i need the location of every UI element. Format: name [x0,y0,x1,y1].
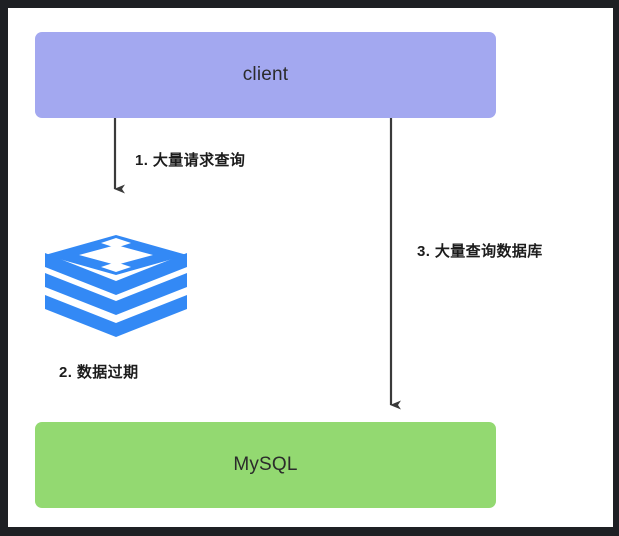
edge-label-step3: 3. 大量查询数据库 [417,243,543,260]
node-mysql-label: MySQL [233,454,298,475]
node-client-label: client [242,64,289,85]
redis-logo-svg [45,235,187,337]
redis-logo-icon[interactable] [43,233,189,343]
diagram-canvas: client 1. 大量请求查询 2. 数据过期 3. 大量查询数据库 [8,8,613,527]
edge-label-step2: 2. 数据过期 [59,364,139,381]
node-client[interactable]: client [35,32,496,118]
edge-label-step1: 1. 大量请求查询 [135,152,246,169]
node-mysql[interactable]: MySQL [35,422,496,508]
